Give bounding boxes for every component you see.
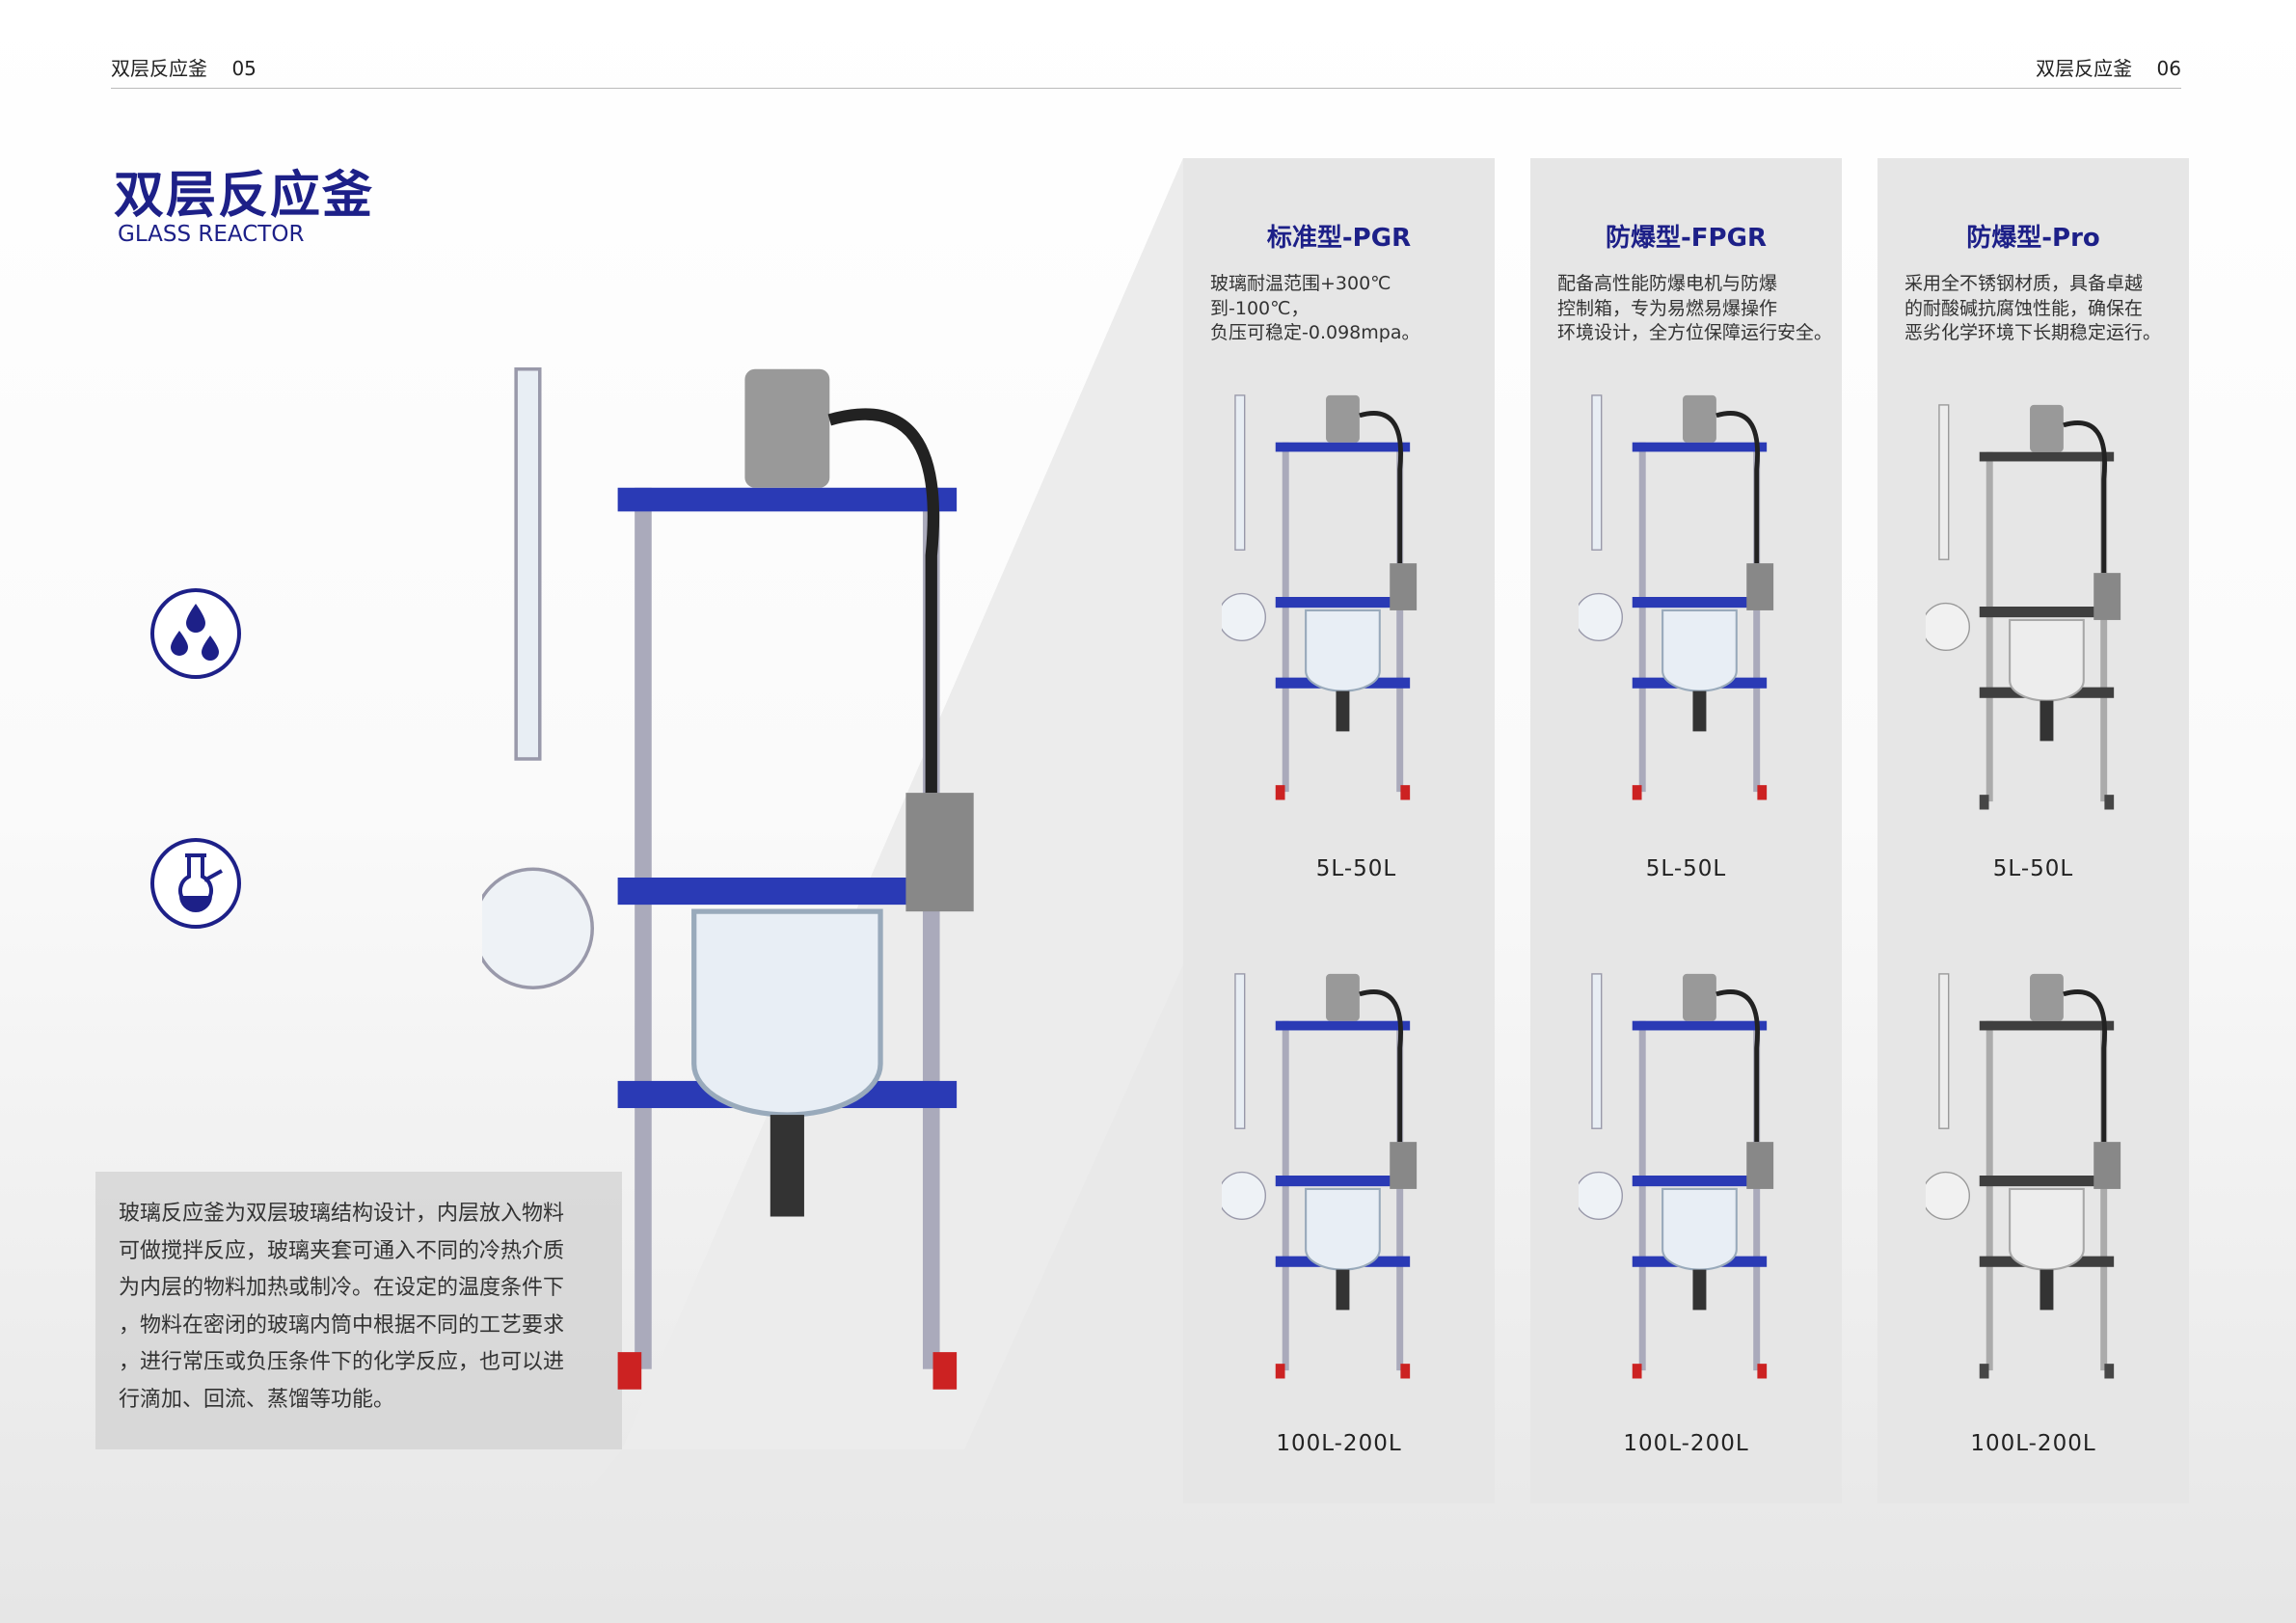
model-panel-pgr: 标准型-PGR 玻璃耐温范围+300℃到-100℃，负压可稳定-0.098mpa… [1183,158,1495,1503]
reactor-small-image [1926,394,2147,819]
model-description: 玻璃耐温范围+300℃到-100℃，负压可稳定-0.098mpa。 [1210,273,1420,343]
reactor-small-image [1222,380,1444,814]
description-line: 玻璃反应釜为双层玻璃结构设计，内层放入物料 [119,1202,565,1226]
description-line: 为内层的物料加热或制冷。在设定的温度条件下 [119,1276,565,1301]
reactor-large-image [1579,949,1800,1402]
reactor-large-image [1926,949,2147,1402]
model-panel-pro: 防爆型-Pro 采用全不锈钢材质，具备卓越的耐酸碱抗腐蚀性能，确保在恶劣化学环境… [1877,158,2189,1503]
capacity-label-large: 100L-200L [1623,1431,1749,1456]
capacity-label-small: 5L-50L [1992,856,2074,881]
model-description: 配备高性能防爆电机与防爆控制箱，专为易燃易爆操作环境设计，全方位保障运行安全。 [1557,273,1833,343]
glass-reactor-main-image [482,309,1041,1447]
model-panel-fpgr: 防爆型-FPGR 配备高性能防爆电机与防爆控制箱，专为易燃易爆操作环境设计，全方… [1530,158,1842,1503]
liquid-drops-icon [150,588,241,679]
description-line: 可做搅拌反应，玻璃夹套可通入不同的冷热介质 [119,1238,565,1263]
page-subtitle: GLASS REACTOR [118,222,305,247]
header-left: 双层反应釜 05 [111,57,257,80]
model-title: 标准型-PGR [1266,224,1412,253]
description-line: ，进行常压或负压条件下的化学反应，也可以进 [119,1350,565,1375]
capacity-label-small: 5L-50L [1315,856,1397,881]
header-divider [111,88,2181,89]
model-description: 采用全不锈钢材质，具备卓越的耐酸碱抗腐蚀性能，确保在恶劣化学环境下长期稳定运行。 [1904,273,2162,343]
reactor-small-image [1579,380,1800,814]
capacity-label-large: 100L-200L [1276,1431,1402,1456]
model-title: 防爆型-FPGR [1606,224,1767,253]
description-line: 行滴加、回流、蒸馏等功能。 [119,1387,395,1412]
capacity-label-small: 5L-50L [1645,856,1727,881]
description-box: 玻璃反应釜为双层玻璃结构设计，内层放入物料 可做搅拌反应，玻璃夹套可通入不同的冷… [95,1172,622,1449]
flask-icon [150,838,241,929]
page-title: 双层反应釜 [114,167,375,225]
header-right: 双层反应釜 06 [2036,57,2181,80]
description-line: ，物料在密闭的玻璃内筒中根据不同的工艺要求 [119,1312,565,1338]
model-title: 防爆型-Pro [1966,224,2100,253]
capacity-label-large: 100L-200L [1970,1431,2096,1456]
reactor-large-image [1222,949,1444,1402]
